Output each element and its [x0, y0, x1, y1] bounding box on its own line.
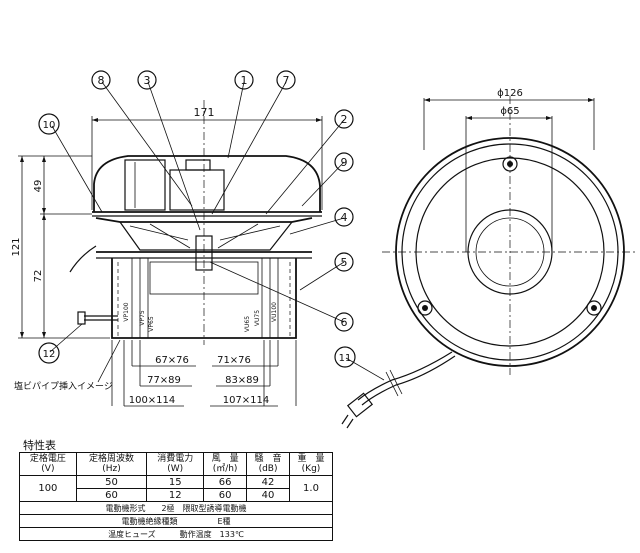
dim-pipe-77x89: 77×89: [147, 375, 181, 386]
dim-height-72: 72: [33, 270, 44, 283]
dim-dia-126: ϕ126: [497, 88, 523, 99]
dim-pipe-100x114: 100×114: [129, 395, 176, 406]
cell-hz: 50: [75, 475, 148, 489]
table-row: 電動機絶縁種類 E種: [19, 514, 333, 528]
side-elevation: [18, 100, 323, 407]
callout-12: 12: [38, 342, 60, 364]
callout-5: 5: [334, 252, 354, 272]
dim-pipe-83x89: 83×89: [225, 375, 259, 386]
callout-9: 9: [334, 152, 354, 172]
cell-weight: 1.0: [289, 475, 333, 502]
header-airflow: 風 量 (㎥/h): [203, 452, 248, 476]
header-voltage: 定格電圧 (V): [19, 452, 77, 476]
header-weight: 重 量 (Kg): [289, 452, 333, 476]
cell-insulation: 電動機絶縁種類 E種: [19, 514, 333, 528]
cell-fuse: 温度ヒューズ 動作温度 133℃: [19, 527, 333, 541]
cell-db: 42: [246, 475, 290, 489]
cell-hz: 60: [75, 488, 148, 502]
callout-3: 3: [137, 70, 157, 90]
callout-4: 4: [334, 207, 354, 227]
cell-flow: 66: [203, 475, 248, 489]
spec-table: 定格電圧 (V) 定格周波数 (Hz) 消費電力 (W) 風 量 (㎥/h) 騒…: [19, 452, 333, 541]
callout-11: 11: [334, 346, 356, 368]
spec-table-title: 特性表: [23, 439, 56, 452]
label-vp100: VP100: [123, 302, 130, 321]
svg-text:4: 4: [341, 211, 348, 224]
callout-10: 10: [38, 113, 60, 135]
svg-text:12: 12: [43, 349, 56, 360]
dim-height-121: 121: [11, 237, 22, 256]
label-vp65: VP65: [148, 316, 155, 332]
cell-voltage: 100: [19, 475, 77, 502]
callout-7: 7: [276, 70, 296, 90]
svg-text:3: 3: [144, 74, 151, 87]
svg-text:7: 7: [283, 74, 290, 87]
cell-w: 15: [146, 475, 205, 489]
cell-flow: 60: [203, 488, 248, 502]
svg-text:8: 8: [98, 74, 105, 87]
cell-motor-type: 電動機形式 2極 隈取型誘導電動機: [19, 501, 333, 515]
cell-db: 40: [246, 488, 290, 502]
dim-pipe-67x76: 67×76: [155, 355, 189, 366]
svg-text:2: 2: [341, 113, 348, 126]
svg-text:5: 5: [341, 256, 348, 269]
spec-header-row: 定格電圧 (V) 定格周波数 (Hz) 消費電力 (W) 風 量 (㎥/h) 騒…: [19, 452, 333, 476]
plan-view: [341, 96, 638, 429]
callout-8: 8: [91, 70, 111, 90]
callout-1: 1: [234, 70, 254, 90]
cell-w: 12: [146, 488, 205, 502]
callout-6: 6: [334, 312, 354, 332]
table-row: 100 50 15 66 42 1.0: [19, 475, 333, 502]
dim-height-49: 49: [33, 180, 44, 193]
label-vu75: VU75: [254, 310, 261, 326]
header-noise: 騒 音 (dB): [246, 452, 290, 476]
header-power: 消費電力 (W): [146, 452, 205, 476]
svg-text:10: 10: [43, 120, 56, 131]
label-vu65: VU65: [244, 316, 251, 332]
header-frequency: 定格周波数 (Hz): [75, 452, 148, 476]
label-vp75: VP75: [139, 310, 146, 326]
label-vu100: VU100: [271, 302, 278, 322]
svg-text:1: 1: [241, 74, 248, 87]
callout-leaders: [49, 81, 385, 381]
callout-2: 2: [334, 109, 354, 129]
dim-pipe-107x114: 107×114: [223, 395, 270, 406]
dim-dia-65: ϕ65: [500, 106, 519, 117]
svg-text:6: 6: [341, 316, 348, 329]
table-row: 温度ヒューズ 動作温度 133℃: [19, 527, 333, 541]
dim-pipe-71x76: 71×76: [217, 355, 251, 366]
svg-text:9: 9: [341, 156, 348, 169]
table-row: 電動機形式 2極 隈取型誘導電動機: [19, 501, 333, 515]
pipe-insertion-note: 塩ビパイプ挿入イメージ: [14, 380, 113, 392]
dim-width-171: 171: [194, 106, 215, 119]
svg-text:11: 11: [339, 353, 352, 364]
